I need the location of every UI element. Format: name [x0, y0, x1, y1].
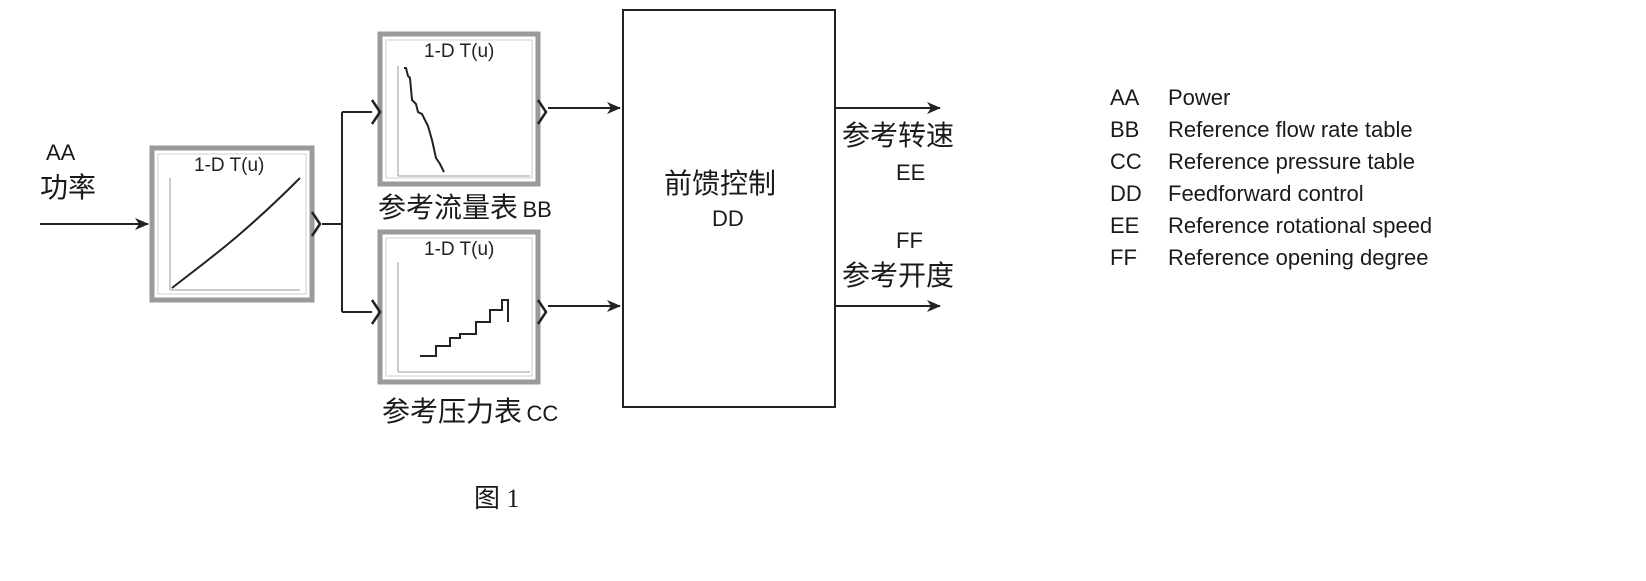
pressure-lookup-title: 1-D T(u) — [424, 240, 494, 259]
pressure-table-code: CC — [526, 401, 558, 426]
legend-code: AA — [1110, 85, 1168, 111]
pressure-table-label: 参考压力表 — [382, 395, 522, 428]
legend-row: BBReference flow rate table — [1110, 114, 1432, 146]
figure-caption: 图 1 — [474, 486, 520, 512]
pressure-table-caption: 参考压力表 CC — [382, 398, 558, 426]
legend-row: AAPower — [1110, 82, 1432, 114]
legend-text: Reference flow rate table — [1168, 117, 1413, 143]
input-label: 功率 — [40, 174, 96, 202]
legend-row: DDFeedforward control — [1110, 178, 1432, 210]
opening-output-label: 参考开度 — [842, 262, 954, 290]
opening-output-code: FF — [896, 230, 923, 252]
legend-text: Reference rotational speed — [1168, 213, 1432, 239]
legend-code: FF — [1110, 245, 1168, 271]
speed-output-code: EE — [896, 162, 925, 184]
legend-text: Power — [1168, 85, 1230, 111]
speed-output-label: 参考转速 — [842, 122, 954, 150]
controller-code: DD — [712, 208, 744, 230]
legend-text: Reference opening degree — [1168, 245, 1429, 271]
input-code: AA — [46, 142, 75, 164]
legend-code: BB — [1110, 117, 1168, 143]
legend: AAPower BBReference flow rate table CCRe… — [1110, 82, 1432, 274]
legend-row: EEReference rotational speed — [1110, 210, 1432, 242]
flow-lookup-title: 1-D T(u) — [424, 42, 494, 61]
legend-row: FFReference opening degree — [1110, 242, 1432, 274]
legend-text: Feedforward control — [1168, 181, 1364, 207]
flow-table-label: 参考流量表 — [378, 191, 518, 224]
legend-code: CC — [1110, 149, 1168, 175]
legend-code: DD — [1110, 181, 1168, 207]
power-lookup-title: 1-D T(u) — [194, 156, 264, 175]
flow-table-code: BB — [522, 197, 551, 222]
legend-code: EE — [1110, 213, 1168, 239]
legend-text: Reference pressure table — [1168, 149, 1415, 175]
controller-label: 前馈控制 — [664, 170, 776, 198]
flow-table-caption: 参考流量表 BB — [378, 194, 552, 222]
legend-row: CCReference pressure table — [1110, 146, 1432, 178]
